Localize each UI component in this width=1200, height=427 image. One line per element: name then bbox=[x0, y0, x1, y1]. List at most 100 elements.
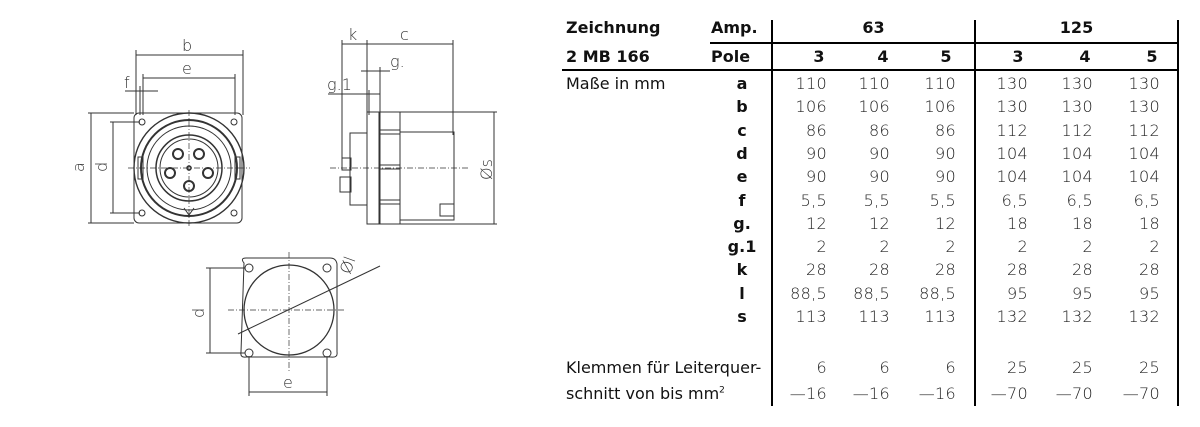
amp-group-63: 63 bbox=[862, 18, 885, 37]
table-cell: 28 bbox=[1139, 260, 1160, 279]
table-cell: 104 bbox=[1128, 167, 1160, 186]
table-cell: 112 bbox=[1128, 121, 1160, 140]
table-cell: 18 bbox=[1139, 214, 1160, 233]
dim-label-l: Øl bbox=[336, 254, 360, 277]
terminal-cell-to: —70 bbox=[1055, 384, 1093, 403]
table-cell: 113 bbox=[795, 307, 827, 326]
table-cell: 28 bbox=[806, 260, 827, 279]
terminal-cell-from: 25 bbox=[1139, 358, 1160, 377]
table-cell: 110 bbox=[924, 74, 956, 93]
table-cell: 104 bbox=[1061, 144, 1093, 163]
dims-label: Maße in mm bbox=[566, 74, 666, 93]
terminal-cell-from: 25 bbox=[1072, 358, 1093, 377]
table-cell: 18 bbox=[1072, 214, 1093, 233]
row-key: b bbox=[736, 97, 748, 116]
row-key: f bbox=[738, 191, 746, 210]
table-cell: 130 bbox=[1061, 97, 1093, 116]
table-cell: 112 bbox=[996, 121, 1028, 140]
dim-label-c: c bbox=[400, 25, 409, 44]
table-cell: 110 bbox=[858, 74, 890, 93]
table-cell: 90 bbox=[869, 144, 890, 163]
table-cell: 28 bbox=[1072, 260, 1093, 279]
dim-label-g1: g.1 bbox=[327, 75, 352, 94]
table-cell: 5,5 bbox=[929, 191, 956, 210]
table-cell: 104 bbox=[1128, 144, 1160, 163]
table-cell: 88,5 bbox=[790, 284, 827, 303]
row-key: a bbox=[736, 74, 748, 93]
table-cell: 90 bbox=[806, 144, 827, 163]
pole-125-3: 3 bbox=[1012, 47, 1024, 66]
terminals-label-line2: schnitt von bis mm2 bbox=[566, 384, 725, 403]
drawing-code: 2 MB 166 bbox=[566, 47, 650, 66]
table-cell: 113 bbox=[858, 307, 890, 326]
table-cell: 110 bbox=[795, 74, 827, 93]
table-cell: 104 bbox=[996, 144, 1028, 163]
table-cell: 113 bbox=[924, 307, 956, 326]
front-view-drawing bbox=[88, 50, 250, 228]
table-cell: 2 bbox=[1017, 237, 1028, 256]
table-cell: 90 bbox=[806, 167, 827, 186]
table-cell: 130 bbox=[1128, 97, 1160, 116]
table-cell: 88,5 bbox=[853, 284, 890, 303]
dim-label-e: e bbox=[182, 59, 192, 78]
row-key: e bbox=[736, 167, 748, 186]
terminal-cell-to: —16 bbox=[852, 384, 890, 403]
pole-125-5: 5 bbox=[1146, 47, 1158, 66]
table-cell: 6,5 bbox=[1133, 191, 1160, 210]
table-cell: 95 bbox=[1139, 284, 1160, 303]
dim-label-cutout-d: d bbox=[189, 308, 208, 318]
terminal-cell-from: 6 bbox=[945, 358, 956, 377]
row-key: s bbox=[737, 307, 747, 326]
table-cell: 130 bbox=[1061, 74, 1093, 93]
table-cell: 86 bbox=[935, 121, 956, 140]
cutout-view-drawing bbox=[206, 252, 381, 396]
drawing-label: Zeichnung bbox=[566, 18, 661, 37]
pole-label: Pole bbox=[711, 47, 751, 66]
table-cell: 18 bbox=[1007, 214, 1028, 233]
divider-col-125 bbox=[974, 20, 976, 406]
terminals-label-line1: Klemmen für Leiterquer- bbox=[566, 358, 762, 377]
terminal-cell-to: —70 bbox=[990, 384, 1028, 403]
divider-header-body bbox=[562, 69, 1179, 71]
table-cell: 95 bbox=[1072, 284, 1093, 303]
table-cell: 90 bbox=[935, 144, 956, 163]
table-cell: 12 bbox=[869, 214, 890, 233]
table-cell: 28 bbox=[869, 260, 890, 279]
table-cell: 28 bbox=[1007, 260, 1028, 279]
table-cell: 12 bbox=[935, 214, 956, 233]
table-cell: 2 bbox=[1149, 237, 1160, 256]
pole-63-5: 5 bbox=[940, 47, 952, 66]
side-view-drawing bbox=[328, 40, 497, 225]
table-cell: 106 bbox=[924, 97, 956, 116]
table-cell: 2 bbox=[816, 237, 827, 256]
divider-right bbox=[1177, 20, 1179, 406]
dim-label-s: Øs bbox=[477, 159, 496, 180]
table-cell: 90 bbox=[869, 167, 890, 186]
terminal-cell-to: —70 bbox=[1122, 384, 1160, 403]
table-cell: 104 bbox=[1061, 167, 1093, 186]
table-cell: 130 bbox=[1128, 74, 1160, 93]
row-key: d bbox=[736, 144, 748, 163]
row-key: l bbox=[739, 284, 745, 303]
table-cell: 6,5 bbox=[1001, 191, 1028, 210]
row-key: g.1 bbox=[727, 237, 757, 256]
dim-label-f: f bbox=[124, 73, 130, 92]
dim-label-cutout-e: e bbox=[283, 373, 293, 392]
divider-amp-pole bbox=[710, 42, 1179, 44]
table-cell: 6,5 bbox=[1066, 191, 1093, 210]
table-cell: 106 bbox=[795, 97, 827, 116]
pole-63-3: 3 bbox=[813, 47, 825, 66]
terminal-cell-to: —16 bbox=[918, 384, 956, 403]
divider-col-63 bbox=[771, 20, 773, 406]
table-cell: 2 bbox=[945, 237, 956, 256]
table-cell: 106 bbox=[858, 97, 890, 116]
amp-group-125: 125 bbox=[1059, 18, 1094, 37]
dim-label-g: g. bbox=[390, 52, 405, 71]
pole-63-4: 4 bbox=[877, 47, 889, 66]
table-cell: 130 bbox=[996, 97, 1028, 116]
table-cell: 90 bbox=[935, 167, 956, 186]
row-key: k bbox=[736, 260, 748, 279]
terminal-cell-to: —16 bbox=[789, 384, 827, 403]
dim-label-k: k bbox=[348, 25, 357, 44]
